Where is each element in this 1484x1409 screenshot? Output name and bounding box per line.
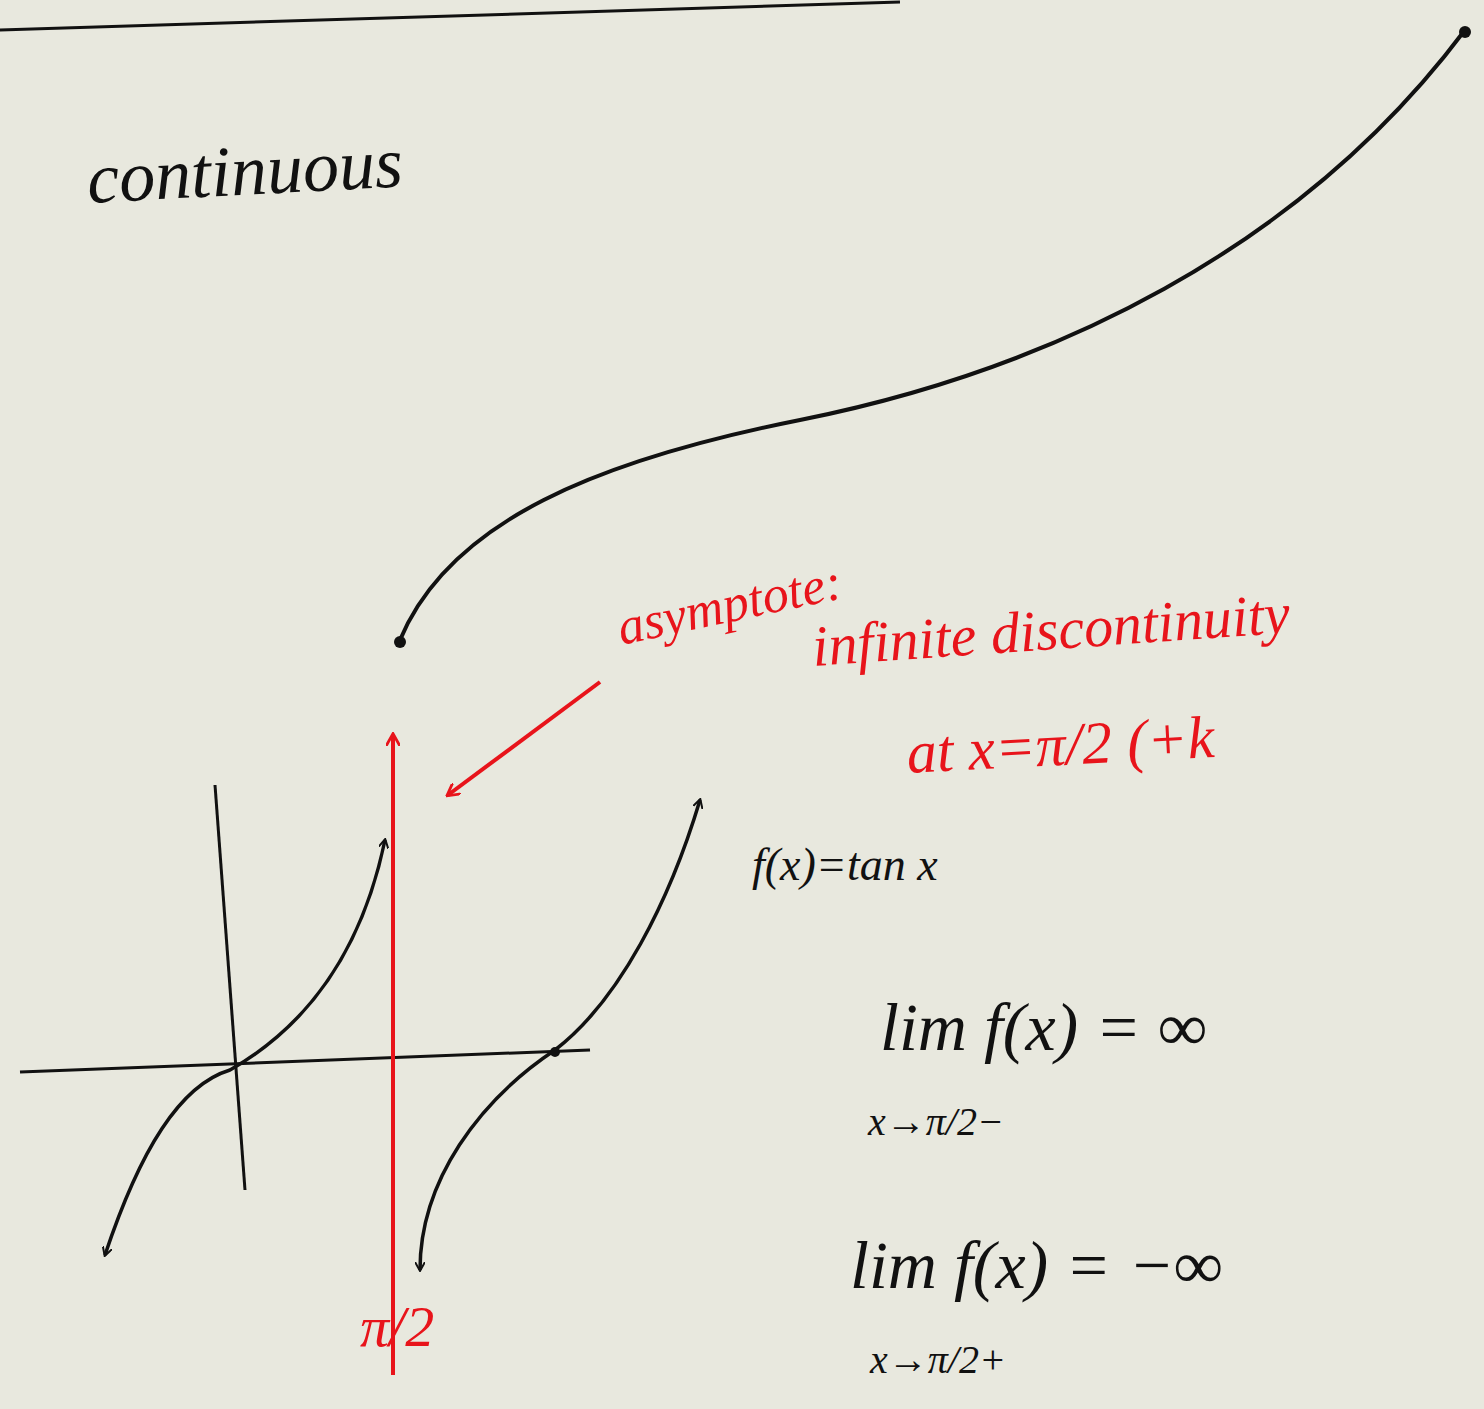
endpoint-dot <box>1459 26 1471 38</box>
heading-note: continuous <box>85 123 405 219</box>
top-line <box>0 2 900 30</box>
x-axis <box>20 1050 590 1072</box>
y-axis <box>215 785 245 1190</box>
asymptote-line <box>391 735 395 1375</box>
asymptote-note: infinite discontinuity <box>810 582 1292 679</box>
asymptote-note: at x=π/2 (+k <box>905 704 1216 786</box>
callout-arrow <box>448 682 600 795</box>
tan-branch <box>105 840 385 1255</box>
continuous-curve <box>400 30 1465 640</box>
limit-subscript: x→π/2+ <box>870 1338 1006 1382</box>
function-label: f(x)=tan x <box>752 840 938 891</box>
endpoint-dot <box>394 636 406 648</box>
limit-expression: lim f(x) = −∞ <box>850 1228 1223 1303</box>
tan-branch <box>420 800 700 1270</box>
axis-tick-label: π/2 <box>360 1295 434 1359</box>
limit-expression: lim f(x) = ∞ <box>880 990 1207 1065</box>
limit-subscript: x→π/2− <box>868 1100 1004 1144</box>
zero-dot <box>550 1047 560 1057</box>
